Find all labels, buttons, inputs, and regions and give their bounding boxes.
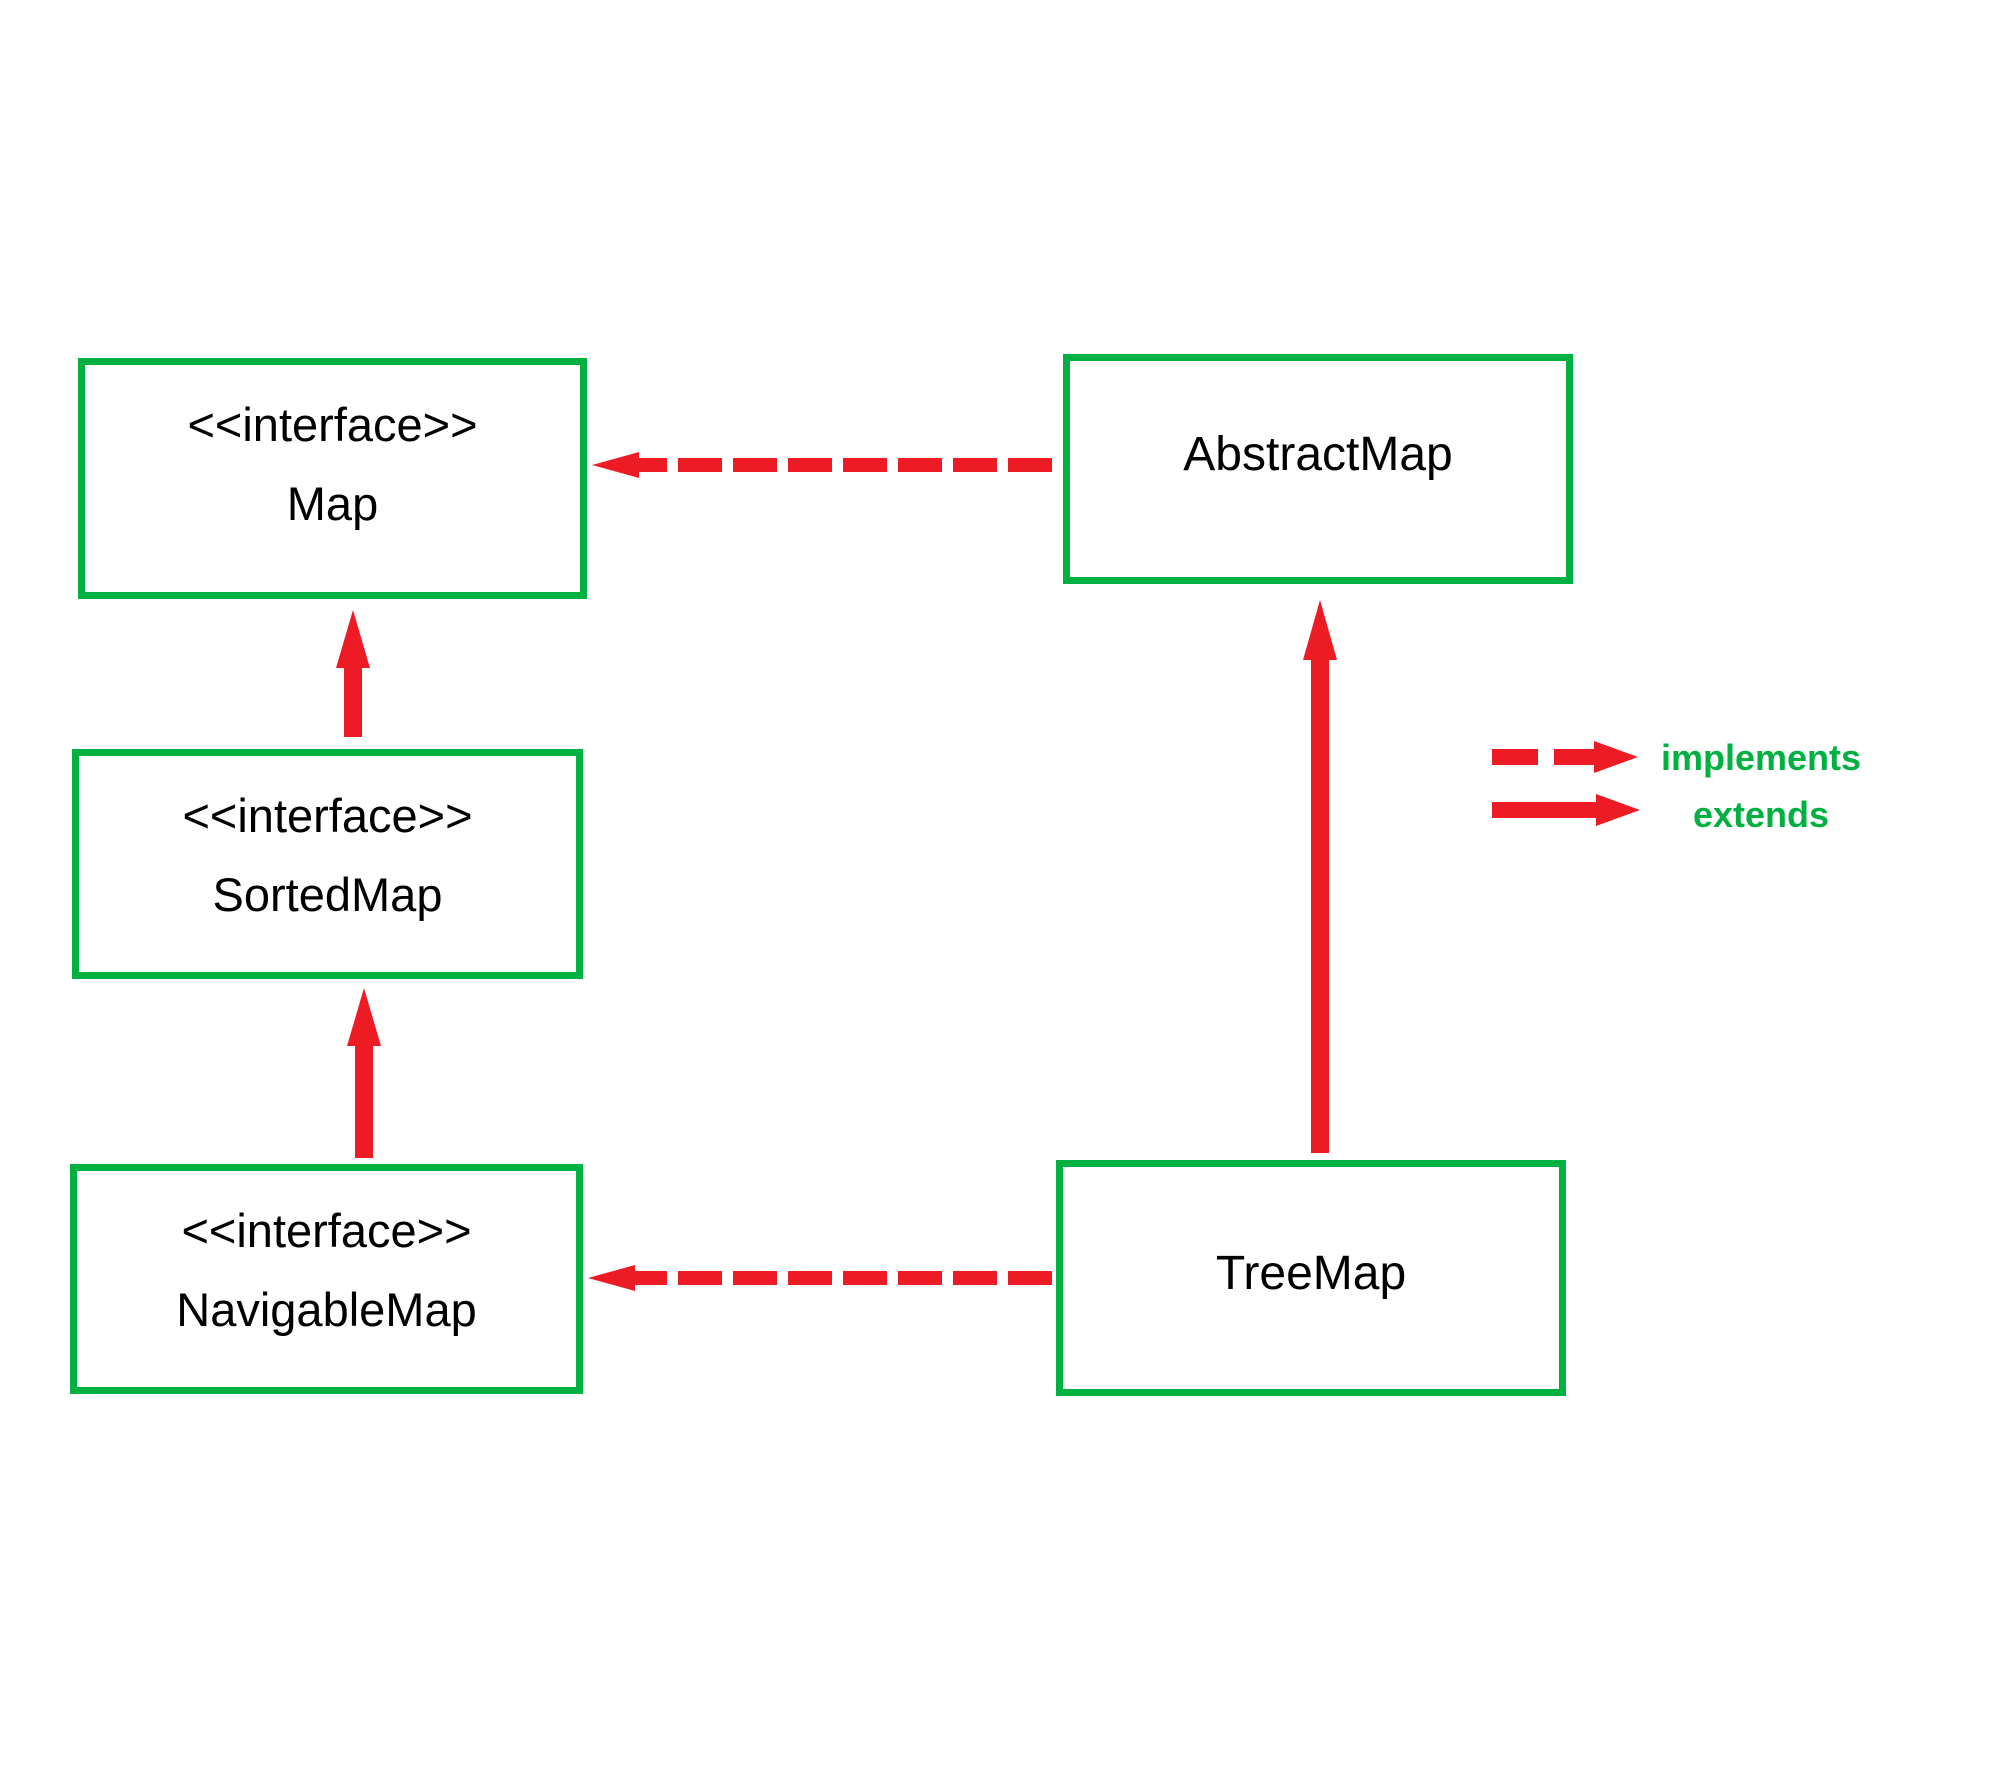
- node-navigablemap-name: NavigableMap: [176, 1283, 477, 1336]
- node-abstractmap: AbstractMap: [1063, 354, 1573, 584]
- implements-arrow-treemap-to-navigablemap: [588, 1265, 1052, 1291]
- arrowhead-left-icon: [592, 452, 639, 478]
- implements-arrow-abstractmap-to-map: [592, 452, 1052, 478]
- arrow-shaft: [355, 1046, 373, 1158]
- node-sortedmap: <<interface>> SortedMap: [72, 749, 583, 979]
- extends-arrow-treemap-to-abstractmap: [1303, 600, 1337, 1153]
- node-treemap: TreeMap: [1056, 1160, 1566, 1396]
- legend-implements-label: implements: [1660, 737, 1862, 778]
- arrow-shaft: [1311, 660, 1329, 1153]
- node-sortedmap-name: SortedMap: [212, 868, 443, 921]
- node-navigablemap-stereotype: <<interface>>: [181, 1204, 472, 1257]
- arrowhead-right-icon: [1594, 741, 1638, 773]
- legend-extends-arrow: [1492, 794, 1640, 826]
- arrowhead-up-icon: [336, 610, 370, 668]
- arrowhead-up-icon: [347, 988, 381, 1046]
- extends-arrow-sortedmap-to-map: [336, 610, 370, 737]
- extends-arrow-navigablemap-to-sortedmap: [347, 988, 381, 1158]
- arrowhead-right-icon: [1596, 794, 1640, 826]
- dashed-arrow-shaft: [635, 1271, 1052, 1285]
- dashed-arrow-shaft: [639, 458, 1052, 472]
- node-map: <<interface>> Map: [78, 358, 587, 599]
- legend-solid-shaft: [1492, 802, 1596, 818]
- legend-dashed-shaft: [1492, 749, 1594, 765]
- node-map-stereotype: <<interface>>: [187, 398, 478, 451]
- node-sortedmap-stereotype: <<interface>>: [182, 789, 473, 842]
- node-navigablemap: <<interface>> NavigableMap: [70, 1164, 583, 1394]
- legend-implements-arrow: [1492, 741, 1638, 773]
- legend-extends-label: extends: [1692, 794, 1830, 835]
- arrow-shaft: [344, 668, 362, 737]
- node-abstractmap-name: AbstractMap: [1183, 427, 1453, 481]
- arrowhead-up-icon: [1303, 600, 1337, 660]
- arrowhead-left-icon: [588, 1265, 635, 1291]
- node-treemap-name: TreeMap: [1215, 1246, 1407, 1300]
- node-map-name: Map: [286, 477, 379, 530]
